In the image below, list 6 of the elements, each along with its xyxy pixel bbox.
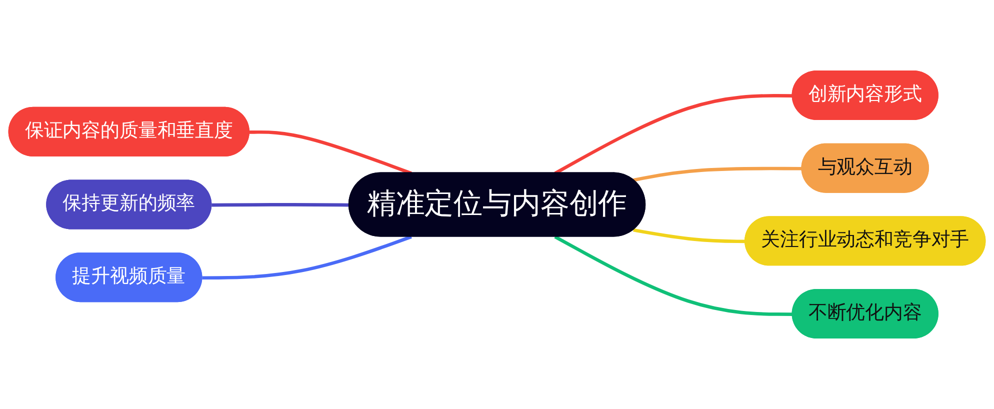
connector <box>633 166 802 182</box>
connector <box>202 235 412 280</box>
connector <box>633 228 746 244</box>
connector <box>212 203 350 207</box>
connector <box>249 130 412 175</box>
connector <box>554 235 793 316</box>
